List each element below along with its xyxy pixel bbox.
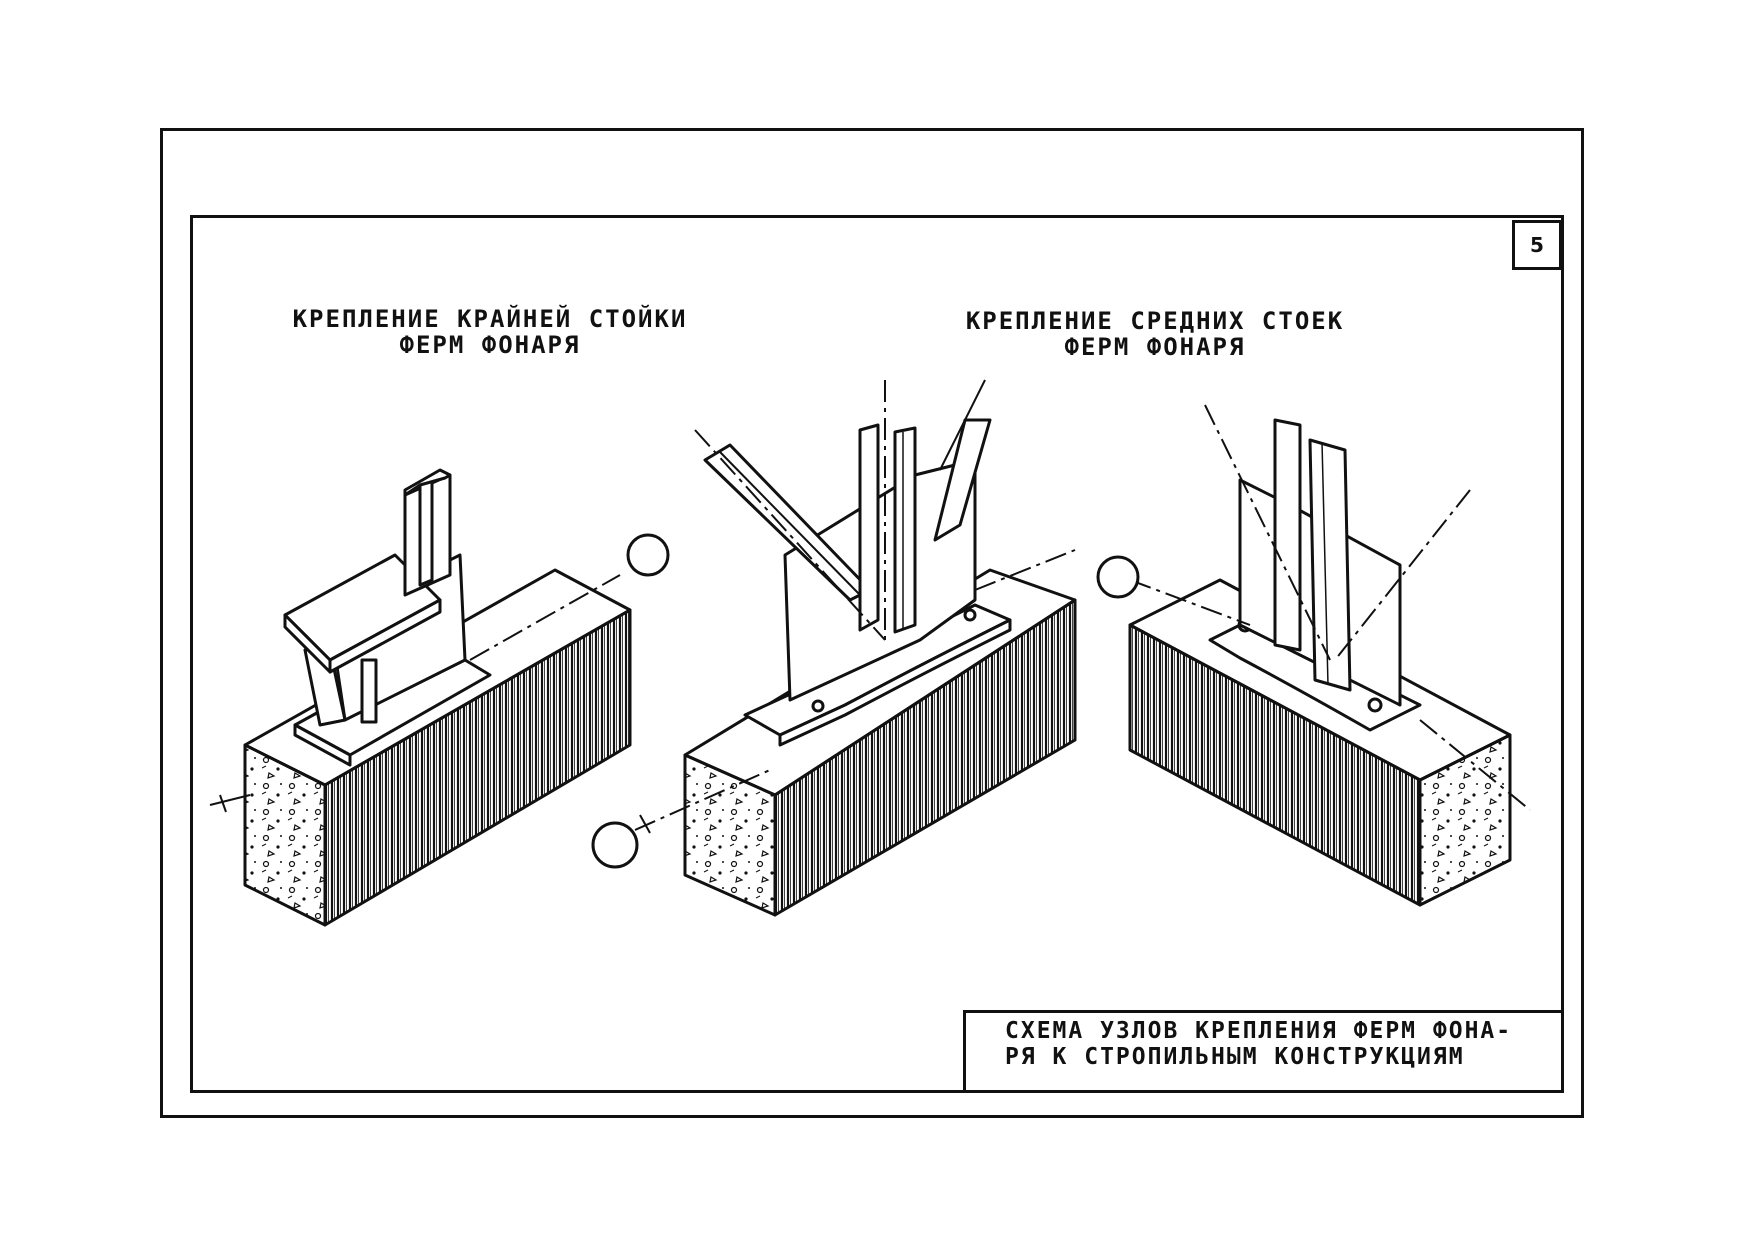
axis-marker-left [626,533,670,577]
diagonal-angle-right [933,418,992,542]
vertical-post-right [1273,418,1302,652]
title-block-line2: РЯ К СТРОПИЛЬНЫМ КОНСТРУКЦИЯМ [1005,1044,1465,1070]
node-middle-posts-right [1096,404,1531,907]
caption-middle-posts-line1: КРЕПЛЕНИЕ СРЕДНИХ СТОЕК [965,307,1345,335]
sheet-outer-frame [160,128,1584,1118]
vertical-post-middle [858,423,880,632]
title-block-line1: СХЕМА УЗЛОВ КРЕПЛЕНИЯ ФЕРМ ФОНА- [1005,1018,1513,1044]
sheet-number: 5 [1530,233,1544,257]
title-block-text: СХЕМА УЗЛОВ КРЕПЛЕНИЯ ФЕРМ ФОНА- РЯ К СТ… [1005,1018,1512,1070]
wall-long-face-middle [773,598,1077,917]
wall-long-face-left [323,608,632,927]
title-block [963,1010,1561,1090]
node-middle-posts [591,379,1077,917]
node-end-post [209,468,670,927]
caption-middle-posts-line2: ФЕРМ ФОНАРЯ [1064,333,1246,361]
caption-middle-posts: КРЕПЛЕНИЕ СРЕДНИХ СТОЕК ФЕРМ ФОНАРЯ [930,308,1380,360]
axis-marker-right [1096,555,1140,599]
axis-marker-middle [591,821,639,869]
sheet-number-box: 5 [1512,220,1562,270]
caption-end-post-line2: ФЕРМ ФОНАРЯ [399,331,581,359]
axis-line-left [469,574,621,661]
caption-end-post-line1: КРЕПЛЕНИЕ КРАЙНЕЙ СТОЙКИ [292,305,688,333]
drawing-inner-frame [190,215,1564,1093]
caption-end-post: КРЕПЛЕНИЕ КРАЙНЕЙ СТОЙКИ ФЕРМ ФОНАРЯ [290,306,690,358]
wall-end-face-right [1418,733,1512,907]
